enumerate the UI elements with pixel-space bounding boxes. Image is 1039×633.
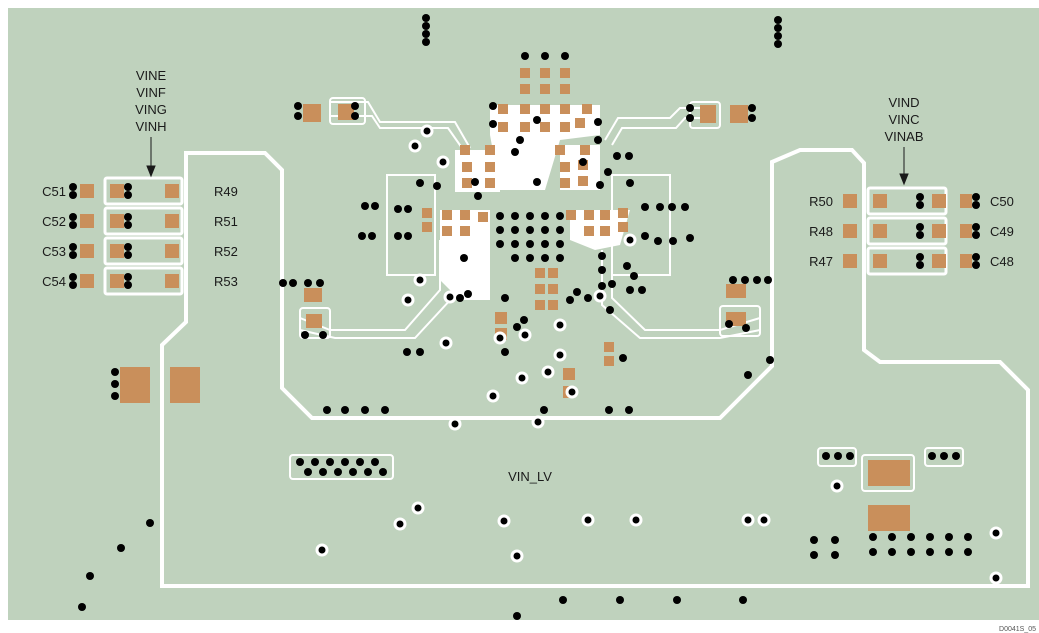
res-label-r48: R48: [809, 224, 833, 239]
res-label-r52: R52: [214, 244, 238, 259]
pad-frame-right: [861, 454, 915, 492]
res-label-r53: R53: [214, 274, 238, 289]
connector-outline: [289, 454, 394, 480]
left-rc-group: [103, 176, 184, 296]
net-label-vinf: VINF: [136, 85, 166, 100]
vias-ringed: [315, 124, 1003, 585]
res-label-r50: R50: [809, 194, 833, 209]
res-label-r49: R49: [214, 184, 238, 199]
net-label-vinc: VINC: [888, 112, 919, 127]
pads: [80, 68, 972, 531]
cap-label-c49: C49: [990, 224, 1014, 239]
cap-label-c50: C50: [990, 194, 1014, 209]
net-label-vind: VIND: [888, 95, 919, 110]
figure-id: D0041S_05: [999, 626, 1036, 633]
cap-label-c53: C53: [42, 244, 66, 259]
res-label-r51: R51: [214, 214, 238, 229]
connector-outline-right-2: [924, 447, 964, 467]
net-label-vinab: VINAB: [884, 129, 923, 144]
cap-label-c51: C51: [42, 184, 66, 199]
vias: [69, 14, 980, 620]
net-label-vine: VINE: [136, 68, 167, 83]
connector-outline-right-1: [817, 447, 857, 467]
cap-label-c52: C52: [42, 214, 66, 229]
net-label-ving: VING: [135, 102, 167, 117]
vin-lv-plane-outline: [160, 148, 1030, 588]
annotation-arrows: [146, 137, 909, 186]
cap-label-c48: C48: [990, 254, 1014, 269]
res-label-r47: R47: [809, 254, 833, 269]
cap-label-c54: C54: [42, 274, 66, 289]
net-label-vinh: VINH: [135, 119, 166, 134]
plane-label-vin-lv: VIN_LV: [508, 469, 552, 484]
